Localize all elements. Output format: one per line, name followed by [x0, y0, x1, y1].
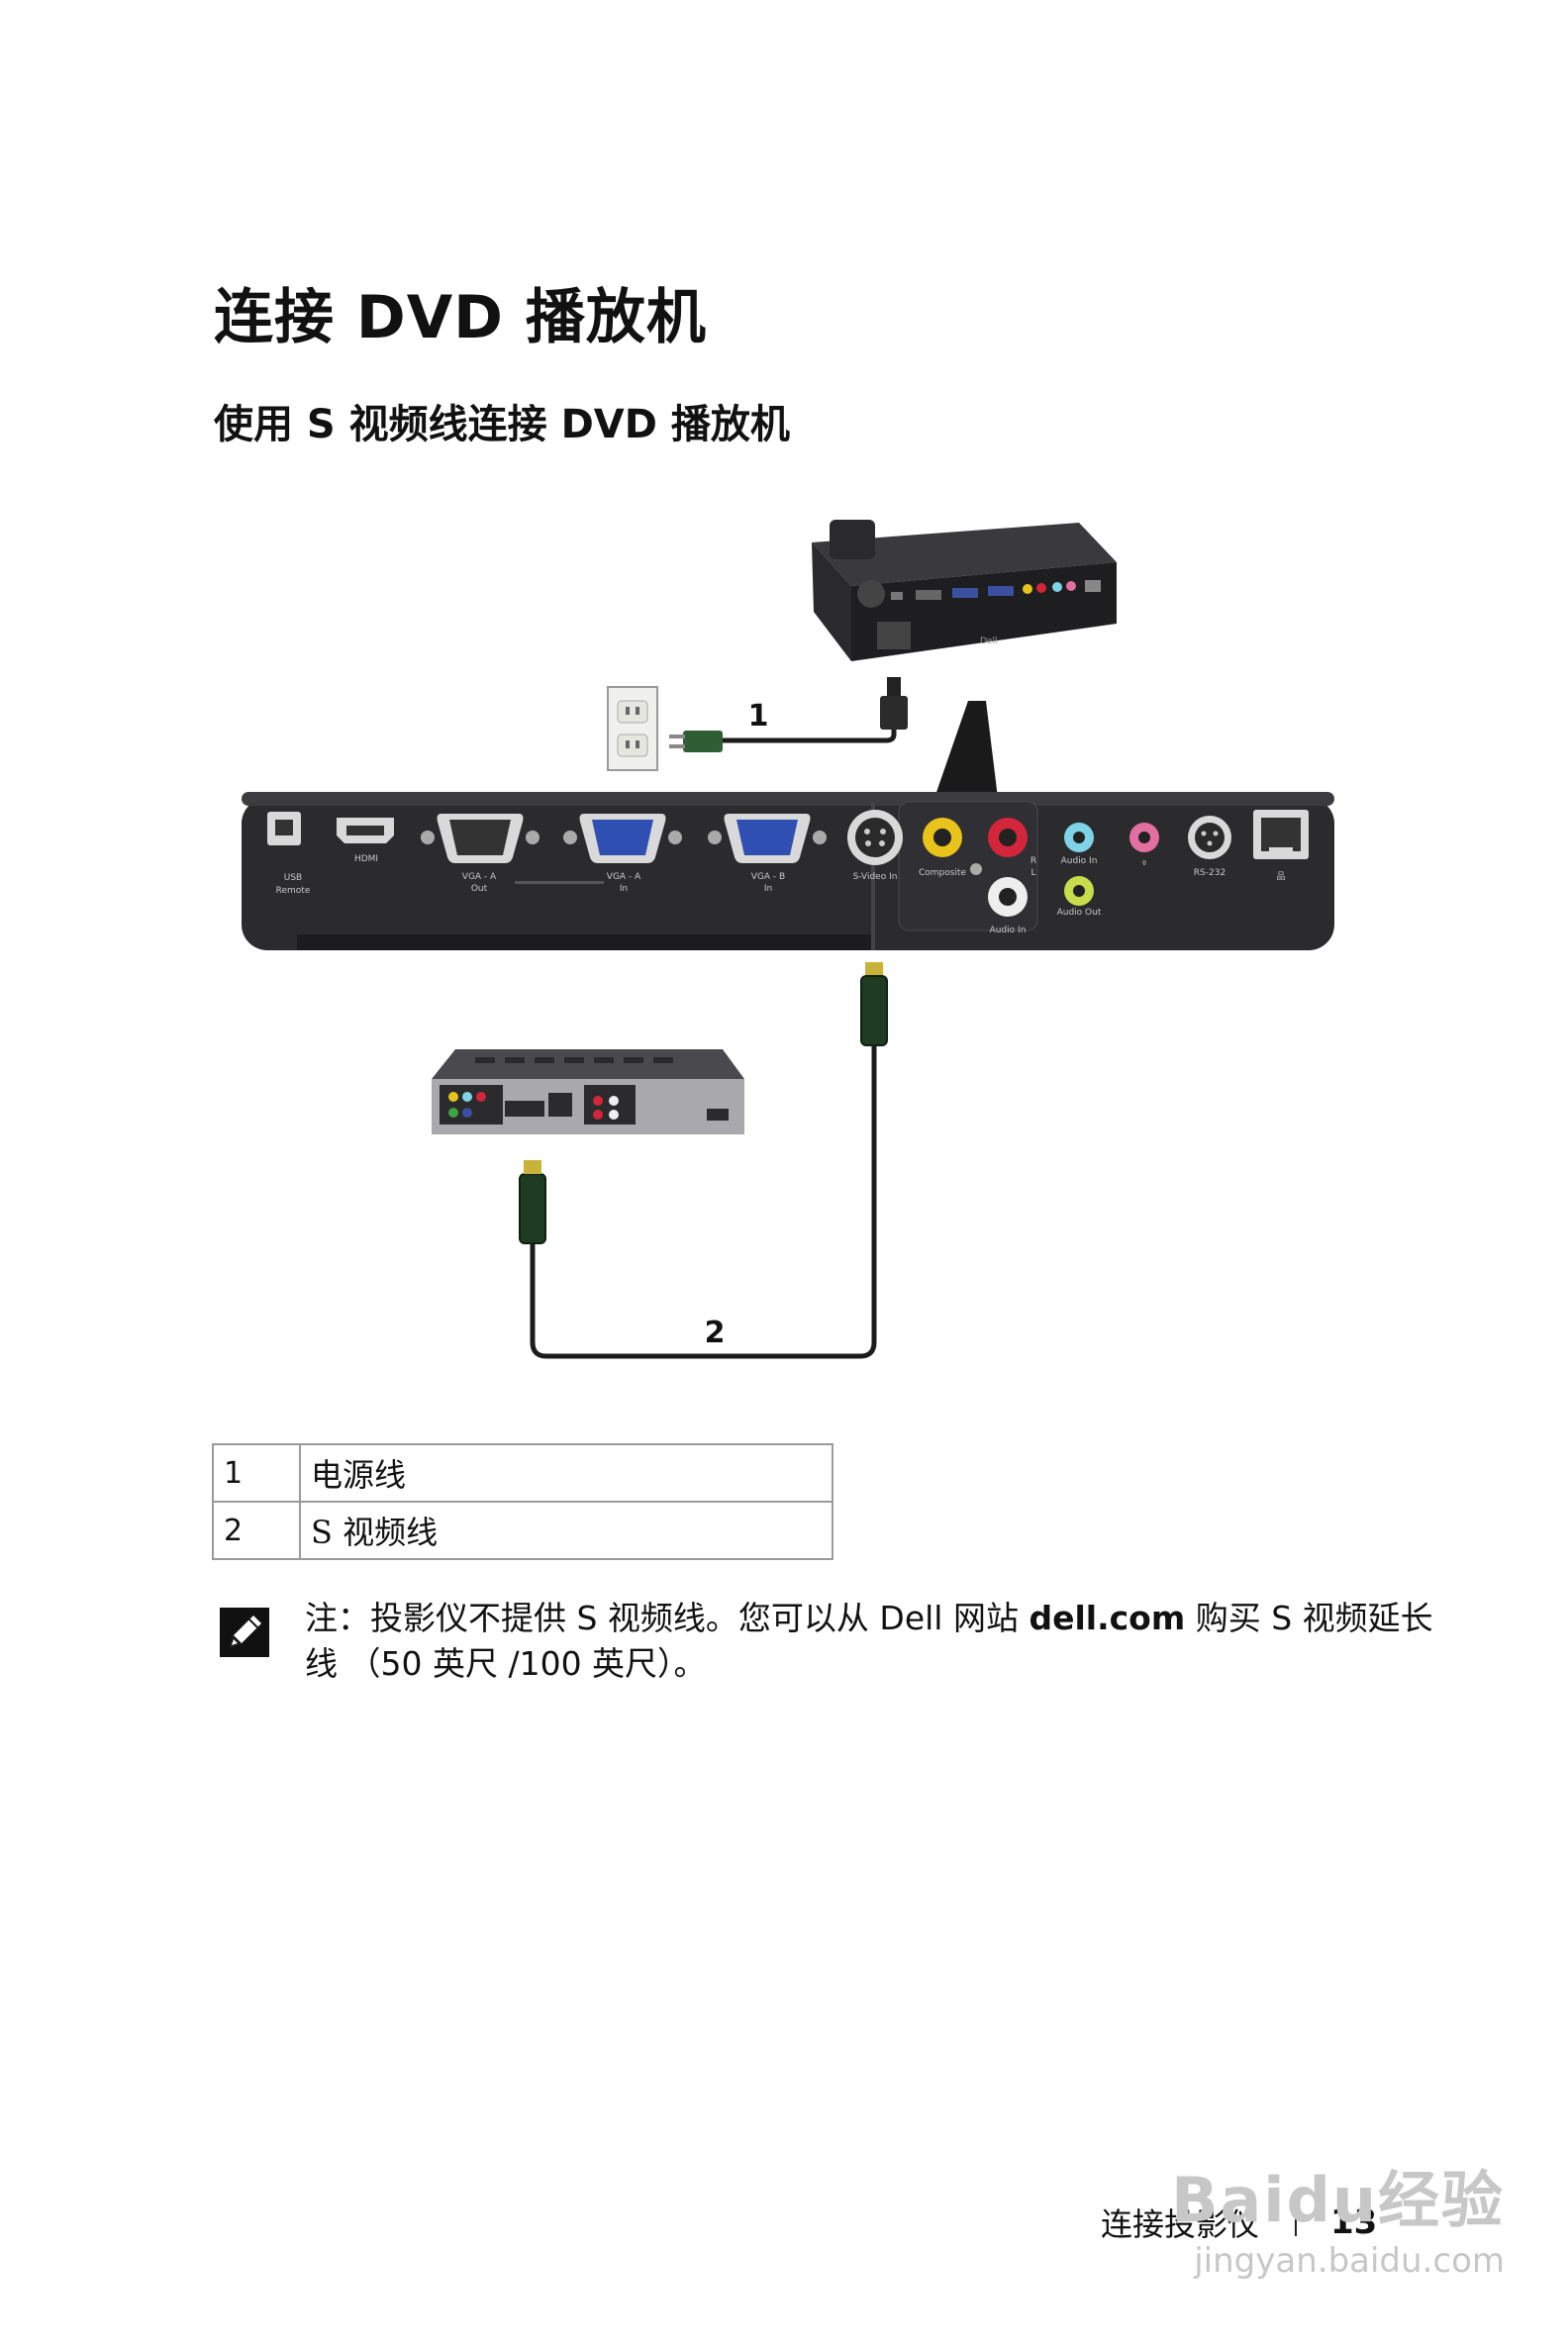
watermark: Baidu经验 jingyan.baidu.com [1171, 2150, 1505, 2281]
section-subtitle: 使用 S 视频线连接 DVD 播放机 [214, 402, 790, 447]
note-suffix: 购买 S 视频延长线 （50 英尺 /100 英尺）。 [305, 1599, 1433, 1683]
watermark-url: jingyan.baidu.com [1194, 2241, 1505, 2281]
port-label-audio-in: Audio In [1061, 856, 1098, 866]
svg-text:Dell: Dell [980, 637, 997, 646]
table-row: 2 S 视频线 [212, 1501, 833, 1560]
port-label-remote: Remote [276, 886, 311, 896]
page-footer: 连接投影仪 13 [1101, 2200, 1377, 2245]
legend-number: 1 [212, 1443, 301, 1503]
table-row: 1 电源线 [212, 1443, 833, 1503]
page-title: 连接 DVD 播放机 [214, 283, 707, 352]
s-video-cable [519, 962, 888, 1359]
port-label-r: R [1030, 856, 1036, 866]
port-label-vga-b-in: VGA - B [751, 872, 785, 882]
port-label-audio-out: Audio Out [1057, 908, 1102, 918]
port-label-usb: USB [284, 873, 302, 883]
callout-1: 1 [748, 699, 769, 734]
port-label-vga-a-in: VGA - A [607, 872, 641, 882]
callout-2: 2 [705, 1316, 726, 1350]
watermark-brand: Baidu经验 [1171, 2164, 1505, 2236]
mic-icon: ⌽ [1141, 858, 1146, 868]
page-number: 13 [1330, 2203, 1378, 2242]
power-cord [669, 677, 908, 752]
note-text: 注：投影仪不提供 S 视频线。您可以从 Dell 网站 dell.com 购买 … [305, 1596, 1433, 1687]
legend-label: S 视频线 [299, 1501, 833, 1560]
port-label-vga-a-out: VGA - A [462, 872, 497, 882]
legend-number: 2 [212, 1501, 301, 1560]
dell-com-link[interactable]: dell.com [1029, 1599, 1186, 1637]
port-label-audio-in-rl: Audio In [990, 926, 1027, 935]
port-label-composite: Composite [919, 868, 966, 878]
port-label-l: L [1030, 868, 1035, 878]
port-label-in-a: In [620, 884, 628, 894]
port-label-hdmi: HDMI [354, 854, 378, 864]
network-icon: 品 [1276, 871, 1285, 882]
footer-section-title: 连接投影仪 [1101, 2205, 1260, 2243]
port-label-in-b: In [764, 884, 772, 894]
note-prefix: 注：投影仪不提供 S 视频线。您可以从 Dell 网站 [305, 1599, 1029, 1637]
port-label-rs-232: RS-232 [1194, 868, 1225, 878]
dvd-player-illustration [432, 1049, 744, 1134]
port-label-s-video-in: S-Video In [853, 872, 898, 882]
projector-rear-panel: USB Remote HDMI VGA - A Out VGA - A In V… [242, 792, 1334, 950]
legend-label: 电源线 [299, 1443, 833, 1503]
footer-separator [1295, 2208, 1298, 2236]
zoom-pointer [934, 701, 998, 798]
wall-outlet [607, 686, 658, 771]
port-label-out: Out [471, 884, 488, 894]
callout-legend-table: 1 电源线 2 S 视频线 [212, 1443, 833, 1560]
projector-illustration: Dell [812, 520, 1117, 661]
note-pencil-icon [220, 1608, 269, 1657]
connection-diagram: Dell 1 [242, 520, 1334, 1359]
